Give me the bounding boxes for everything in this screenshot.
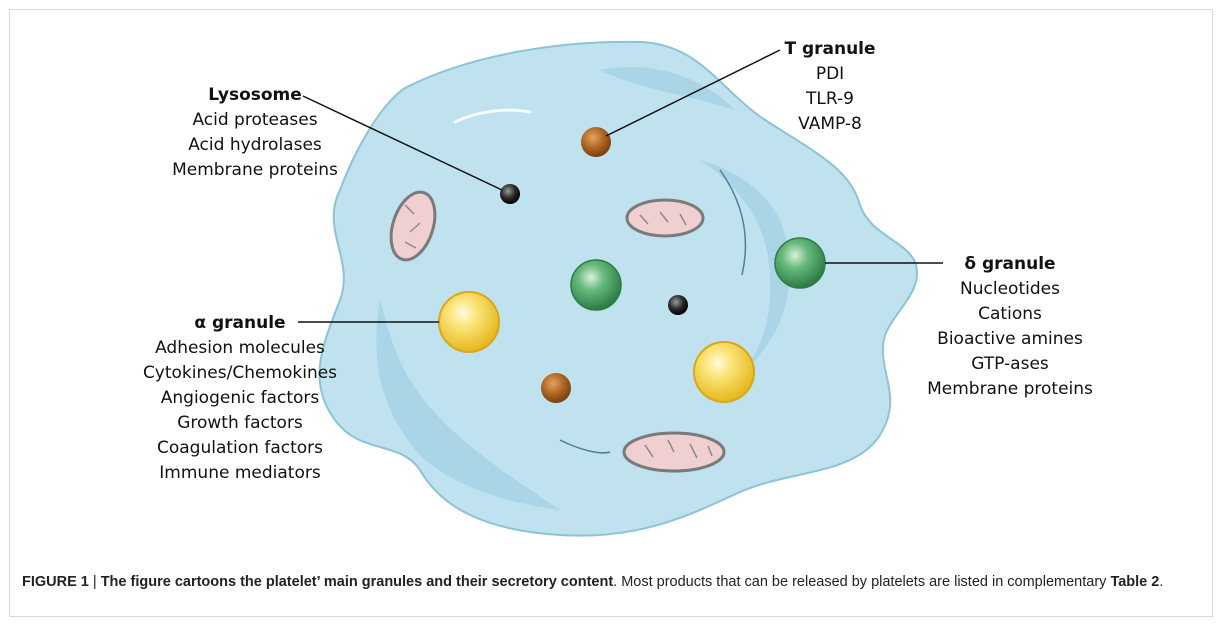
lysosome-icon: [500, 184, 520, 204]
alpha-granule-item: Growth factors: [120, 411, 360, 436]
alpha-granule-item: Coagulation factors: [120, 436, 360, 461]
lysosome-label: Lysosome Acid proteases Acid hydrolases …: [150, 83, 360, 183]
delta-granule-item: Bioactive amines: [905, 327, 1115, 352]
caption-text: . Most products that can be released by …: [613, 574, 1110, 590]
delta-granule-label: δ granule Nucleotides Cations Bioactive …: [905, 252, 1115, 402]
alpha-granule-title: α granule: [120, 311, 360, 336]
t-granule-item: VAMP-8: [770, 112, 890, 137]
alpha-granule-item: Immune mediators: [120, 461, 360, 486]
caption-separator: |: [89, 574, 101, 590]
alpha-granule-item: Cytokines/Chemokines: [120, 361, 360, 386]
lysosome-item: Membrane proteins: [150, 158, 360, 183]
figure-label: FIGURE 1: [22, 574, 89, 590]
caption-text-end: .: [1159, 574, 1163, 590]
t-granule-label: T granule PDI TLR-9 VAMP-8: [770, 37, 890, 137]
alpha-granule-icon: [439, 292, 499, 352]
alpha-granule-item: Adhesion molecules: [120, 336, 360, 361]
t-granule-icon: [541, 373, 571, 403]
lysosome-item: Acid hydrolases: [150, 133, 360, 158]
t-granule-item: PDI: [770, 62, 890, 87]
t-granule-title: T granule: [770, 37, 890, 62]
alpha-granule-icon: [694, 342, 754, 402]
lysosome-item: Acid proteases: [150, 108, 360, 133]
delta-granule-icon: [571, 260, 621, 310]
mitochondrion: [627, 200, 703, 236]
t-granule-item: TLR-9: [770, 87, 890, 112]
table-reference: Table 2: [1110, 574, 1159, 590]
lysosome-icon: [668, 295, 688, 315]
t-granule-icon: [581, 127, 611, 157]
delta-granule-title: δ granule: [905, 252, 1115, 277]
mitochondrion: [624, 433, 724, 471]
alpha-granule-item: Angiogenic factors: [120, 386, 360, 411]
delta-granule-item: Cations: [905, 302, 1115, 327]
caption-bold-text: The figure cartoons the platelet’ main g…: [101, 574, 613, 590]
delta-granule-icon: [775, 238, 825, 288]
alpha-granule-label: α granule Adhesion molecules Cytokines/C…: [120, 311, 360, 486]
delta-granule-item: Membrane proteins: [905, 377, 1115, 402]
delta-granule-item: GTP-ases: [905, 352, 1115, 377]
lysosome-title: Lysosome: [150, 83, 360, 108]
figure-caption: FIGURE 1 | The figure cartoons the plate…: [22, 572, 1202, 592]
delta-granule-item: Nucleotides: [905, 277, 1115, 302]
